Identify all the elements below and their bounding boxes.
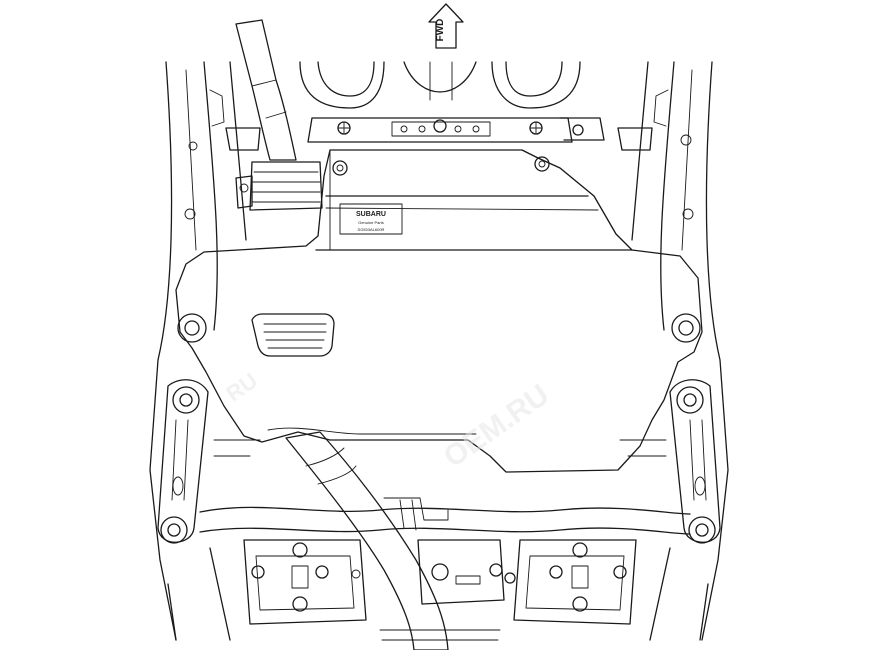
mount-bolt-right	[671, 313, 701, 343]
plate-line-2: Genuine Parts	[358, 220, 384, 225]
skid-plate-upper	[329, 149, 633, 251]
skid-plate: SUBARU Genuine Parts SG553AL600R	[175, 149, 703, 473]
mount-bolt-top-left	[332, 160, 348, 176]
mount-bolt-left	[177, 313, 207, 343]
left-frame-rail	[149, 61, 247, 641]
front-pipe	[235, 19, 297, 161]
right-lower-arm	[669, 379, 721, 544]
rear-subframe	[167, 439, 709, 641]
front-crossmember	[225, 61, 653, 151]
plate-part-number: SG553AL600R	[358, 227, 385, 232]
mount-bolt-top-right	[534, 156, 550, 172]
brand-text: SUBARU	[356, 211, 386, 218]
drain-grille	[251, 313, 335, 357]
fwd-label: FWD	[435, 19, 446, 42]
watermark-left: RU	[222, 368, 262, 407]
fwd-arrow: FWD	[428, 3, 464, 49]
watermark: RU OEM.RU	[222, 368, 556, 474]
fwd-arrow-icon	[428, 3, 464, 49]
skid-plate-body	[175, 149, 703, 473]
right-frame-rail	[631, 61, 729, 641]
part-label: SUBARU Genuine Parts SG553AL600R	[339, 203, 403, 235]
rear-exhaust-pipe	[285, 431, 449, 650]
left-lower-arm	[157, 379, 209, 544]
boot-joint	[235, 161, 323, 211]
watermark-center: OEM.RU	[438, 378, 555, 474]
